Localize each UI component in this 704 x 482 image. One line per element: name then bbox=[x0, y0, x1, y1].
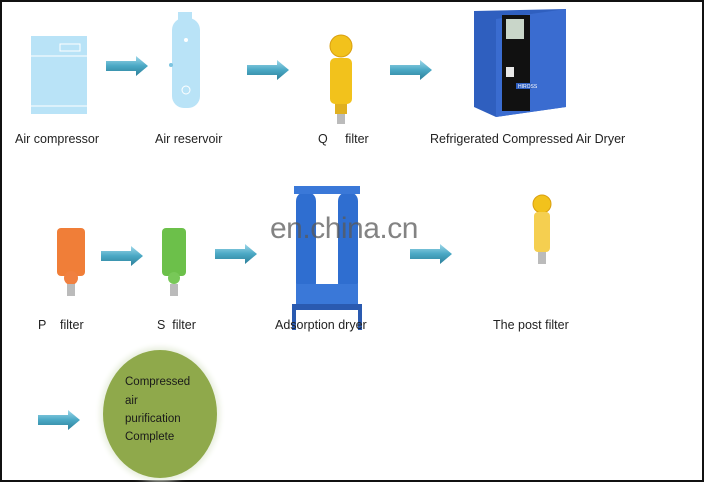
arrow-icon bbox=[215, 244, 257, 264]
arrow-icon bbox=[390, 60, 432, 80]
final-line-2: air bbox=[125, 395, 138, 407]
final-line-3: purification bbox=[125, 413, 181, 425]
q-filter-icon bbox=[329, 34, 353, 124]
adsorption-dryer-icon bbox=[292, 186, 362, 330]
label-air-reservoir: Air reservoir bbox=[155, 132, 223, 146]
watermark: en.china.cn bbox=[270, 212, 418, 245]
final-line-4: Complete bbox=[125, 431, 175, 443]
arrow-icon bbox=[101, 246, 143, 266]
s-filter-icon bbox=[162, 228, 186, 296]
arrow-icon bbox=[106, 56, 148, 76]
arrow-icon bbox=[38, 410, 80, 430]
air-reservoir-icon bbox=[169, 12, 200, 108]
label-post-filter: The post filter bbox=[493, 318, 569, 332]
label-p-filter: P filter bbox=[38, 318, 84, 332]
refrigerated-dryer-icon: HIROSS bbox=[474, 9, 566, 117]
post-filter-icon bbox=[532, 194, 552, 264]
arrow-icon bbox=[247, 60, 289, 80]
label-adsorption-dryer: Adsorption dryer bbox=[275, 318, 367, 332]
p-filter-icon bbox=[57, 228, 85, 296]
final-line-1: Compressed bbox=[125, 376, 191, 388]
label-refrigerated-dryer: Refrigerated Compressed Air Dryer bbox=[430, 132, 626, 146]
label-s-filter: S filter bbox=[157, 318, 196, 332]
dryer-brand: HIROSS bbox=[518, 84, 538, 90]
label-air-compressor: Air compressor bbox=[15, 132, 100, 146]
label-q-filter: Q filter bbox=[318, 132, 369, 146]
completion-ellipse bbox=[103, 350, 217, 478]
air-compressor-icon bbox=[31, 36, 87, 114]
arrow-icon bbox=[410, 244, 452, 264]
